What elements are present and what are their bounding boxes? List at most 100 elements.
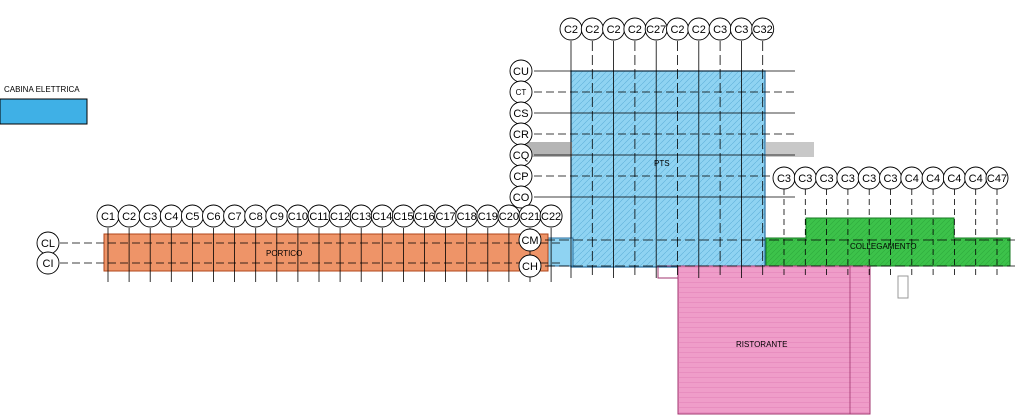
axis-bubble-circle: [509, 185, 533, 209]
axis-bubble-label: C4: [164, 211, 178, 223]
axis-bubble-label: C18: [457, 211, 477, 223]
axis-bubble-label: C4: [947, 173, 961, 185]
axis-bubble-top-column: C2: [602, 17, 626, 41]
axis-bubble-left-column: C4: [159, 204, 183, 228]
axis-bubble-label: C22: [541, 211, 561, 223]
axis-bubble-label: CM: [521, 235, 538, 247]
axis-bubble-label: CR: [513, 129, 529, 141]
axis-bubble-right-column: C3: [857, 166, 881, 190]
axis-bubble-left-column: C12: [328, 204, 352, 228]
axis-bubble-label: C7: [228, 211, 242, 223]
axis-bubble-left-column: C5: [180, 204, 204, 228]
axis-bubble-label: C3: [734, 24, 748, 36]
axis-bubble-pts-bottom-row: CH: [518, 254, 542, 278]
axis-bubble-label: C13: [351, 211, 371, 223]
left-connector: [524, 142, 572, 157]
axis-bubble-label: CQ: [513, 150, 530, 162]
axis-bubble-label: C27: [646, 24, 666, 36]
axis-bubble-label: C5: [185, 211, 199, 223]
axis-bubble-left-row: CL: [36, 231, 60, 255]
axis-bubble-left-column: C1: [96, 204, 120, 228]
axis-bubble-top-column: C3: [729, 17, 753, 41]
axis-bubble-label: C2: [628, 24, 642, 36]
axis-bubble-top-column: C2: [580, 17, 604, 41]
axis-bubble-label: C16: [414, 211, 434, 223]
axis-bubble-circle: [985, 166, 1009, 190]
axis-bubble-circle: [36, 251, 60, 275]
axis-bubble-label: C11: [309, 211, 328, 223]
axis-bubble-left-column: C2: [117, 204, 141, 228]
axis-bubble-label: C4: [926, 173, 940, 185]
axis-bubble-label: C2: [564, 24, 578, 36]
axis-bubble-right-column: C4: [942, 166, 966, 190]
axis-bubble-left-column: C15: [391, 204, 415, 228]
axis-bubble-left-column: C13: [349, 204, 373, 228]
axis-bubble-left-row: CI: [36, 251, 60, 275]
axis-bubble-label: C3: [713, 24, 727, 36]
axis-bubble-left-column: C16: [413, 204, 436, 228]
right-connector: [766, 142, 814, 157]
axis-bubble-left-column: C22: [539, 204, 563, 228]
axis-bubble-label: C4: [969, 173, 983, 185]
axis-bubble-label: C19: [478, 211, 498, 223]
axis-bubble-label: CH: [522, 261, 538, 273]
axis-bubble-pts-bottom-row: CM: [518, 228, 542, 252]
axis-bubble-right-column: C3: [772, 166, 796, 190]
ristorante-step: [657, 265, 681, 279]
pts-extension: [547, 237, 574, 267]
axis-bubble-label: C12: [330, 211, 350, 223]
axis-bubble-label: CP: [513, 171, 528, 183]
axis-bubble-pts-row: CS: [509, 101, 533, 125]
axis-bubble-label: C3: [143, 211, 157, 223]
axis-bubble-top-column: C3: [708, 17, 732, 41]
axis-bubble-label: CS: [513, 108, 528, 120]
axis-bubble-right-column: C4: [921, 166, 945, 190]
small-element: [897, 275, 909, 299]
axis-bubble-label: C3: [883, 173, 897, 185]
axis-bubble-label: C3: [862, 173, 876, 185]
axis-bubble-label: C14: [372, 211, 392, 223]
axis-bubble-top-column: C2: [687, 17, 711, 41]
axis-bubble-pts-row: CQ: [509, 143, 533, 167]
axis-bubble-label: CO: [513, 192, 530, 204]
axis-bubble-left-column: C8: [244, 204, 268, 228]
axis-bubble-label: C20: [499, 211, 519, 223]
axis-bubble-label: C47: [987, 173, 1007, 185]
axis-bubble-circle: [751, 17, 775, 41]
axis-bubble-pts-row: CO: [509, 185, 533, 209]
axis-bubble-label: CI: [43, 258, 54, 270]
axis-bubble-label: CT: [516, 88, 527, 97]
collegamento-hatch: [766, 218, 1010, 266]
axis-bubble-label: C2: [585, 24, 599, 36]
axis-bubble-left-column: C21: [518, 204, 542, 228]
axis-bubble-label: C2: [607, 24, 621, 36]
axis-bubble-left-column: C18: [455, 204, 479, 228]
axis-bubble-pts-row: CT: [509, 80, 533, 104]
axis-bubble-pts-row: CP: [509, 164, 533, 188]
ristorante-label: RISTORANTE: [736, 340, 787, 349]
axis-bubble-label: C15: [393, 211, 413, 223]
axis-bubble-top-column: C2: [623, 17, 647, 41]
axis-bubble-right-column: C4: [964, 166, 988, 190]
axis-bubble-label: C2: [692, 24, 706, 36]
axis-bubble-label: C21: [520, 211, 540, 223]
legend-swatch: [0, 98, 88, 125]
axis-bubble-label: C1: [101, 211, 115, 223]
axis-bubble-label: C4: [905, 173, 919, 185]
axis-bubble-label: C2: [670, 24, 684, 36]
portico-block: [103, 233, 549, 272]
axis-bubble-left-column: C10: [286, 204, 310, 228]
axis-bubble-label: C17: [436, 211, 456, 223]
axis-bubble-left-column: C20: [497, 204, 521, 228]
axis-bubble-right-column: C47: [985, 166, 1009, 190]
axis-bubble-left-column: C17: [434, 204, 458, 228]
ristorante-hatch: [678, 266, 870, 414]
axis-bubble-right-column: C3: [836, 166, 860, 190]
portico-label: PORTICO: [266, 249, 302, 258]
axis-bubble-label: C10: [288, 211, 308, 223]
axis-bubble-top-column: C2: [666, 17, 689, 41]
axis-bubble-left-column: C11: [307, 204, 331, 228]
axis-bubble-label: CU: [513, 66, 529, 78]
